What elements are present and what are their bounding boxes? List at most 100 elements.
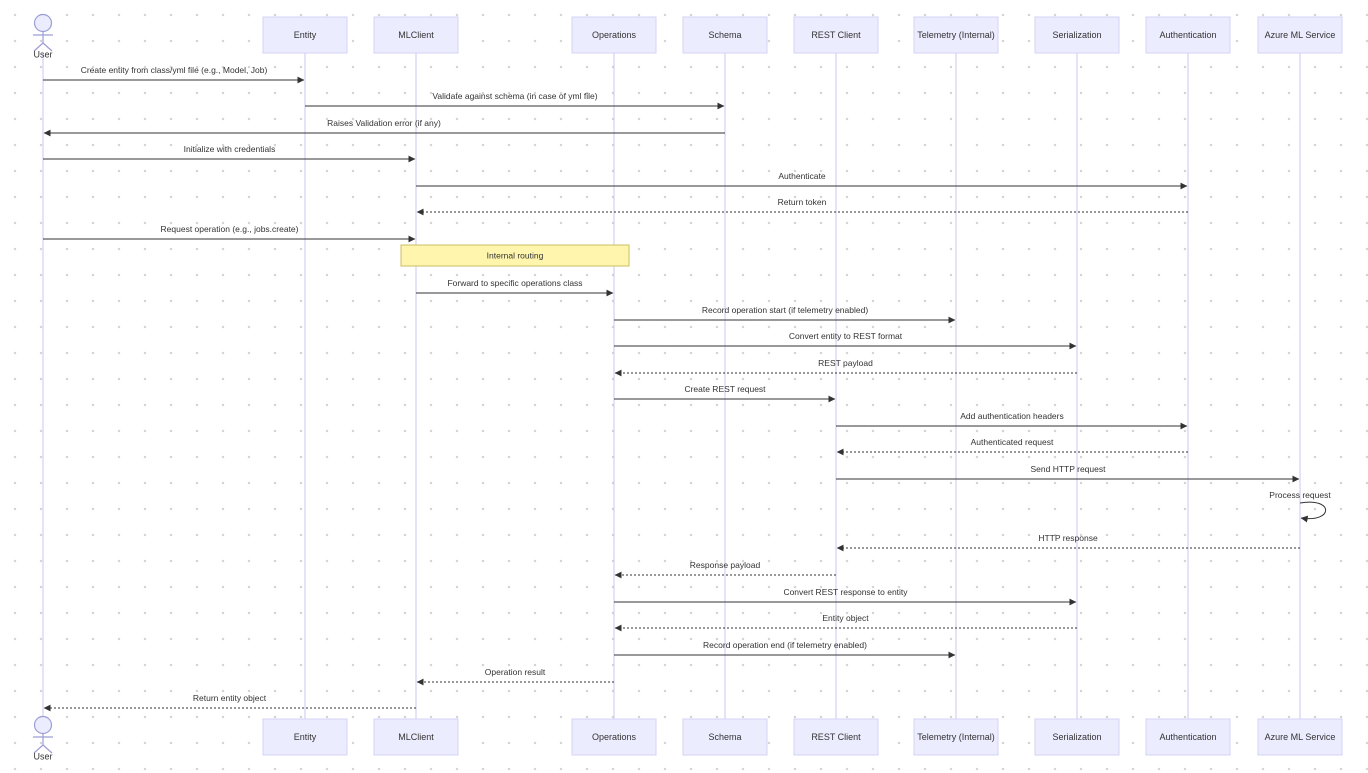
participant-box [262, 718, 348, 756]
participant-label: Operations [592, 732, 637, 742]
participant-label: Serialization [1052, 30, 1101, 40]
note-internal-routing: Internal routing [400, 244, 630, 267]
message-label: Process request [1269, 490, 1331, 500]
participant-box [1034, 16, 1120, 54]
participant-label: Azure ML Service [1265, 732, 1336, 742]
message-label: Add authentication headers [960, 411, 1064, 421]
message-response-payload: Response payload [614, 560, 836, 579]
participant-box [793, 16, 879, 54]
participant-label: REST Client [811, 732, 861, 742]
participant-box [1257, 718, 1343, 756]
participant-label: REST Client [811, 30, 861, 40]
participant-azure-bottom: Azure ML Service [1257, 718, 1343, 756]
participant-label: Authentication [1159, 30, 1216, 40]
message-raises-validation-error-if-any: Raises Validation error (if any) [43, 118, 725, 137]
participant-telemetry-bottom: Telemetry (Internal) [913, 718, 999, 756]
participant-user-top: User [33, 13, 53, 59]
participant-operations-bottom: Operations [571, 718, 657, 756]
participant-box [682, 16, 768, 54]
participant-serialization-bottom: Serialization [1034, 718, 1120, 756]
participant-mlclient-top: MLClient [373, 16, 459, 54]
message-label: Create REST request [684, 384, 766, 394]
participant-label: MLClient [398, 732, 434, 742]
message-label: Validate against schema (in case of yml … [432, 91, 597, 101]
message-create-entity-from-class-yml-file-e-g-model-job: Create entity from class/yml file (e.g.,… [43, 65, 305, 84]
message-process-request: Process request [1269, 490, 1331, 523]
message-validate-against-schema-in-case-of-yml-file: Validate against schema (in case of yml … [305, 91, 725, 110]
participant-azure-top: Azure ML Service [1257, 16, 1343, 54]
message-label: Send HTTP request [1031, 464, 1107, 474]
participant-box [262, 16, 348, 54]
message-add-authentication-headers: Add authentication headers [836, 411, 1188, 430]
participant-auth-bottom: Authentication [1145, 718, 1231, 756]
participant-label: Telemetry (Internal) [917, 30, 995, 40]
participant-box [1145, 16, 1231, 54]
participant-box [793, 718, 879, 756]
participant-entity-bottom: Entity [262, 718, 348, 756]
participant-label: Schema [708, 30, 741, 40]
participant-label: Entity [294, 30, 317, 40]
message-label: Initialize with credentials [184, 144, 276, 154]
participant-label: MLClient [398, 30, 434, 40]
participant-box [571, 16, 657, 54]
message-send-http-request: Send HTTP request [836, 464, 1300, 483]
message-arrow [1299, 501, 1327, 523]
message-initialize-with-credentials: Initialize with credentials [43, 144, 416, 163]
message-convert-rest-response-to-entity: Convert REST response to entity [614, 587, 1077, 606]
participant-schema-top: Schema [682, 16, 768, 54]
message-label: Authenticated request [971, 437, 1054, 447]
message-label: Return entity object [193, 693, 267, 703]
participant-user-bottom: User [33, 715, 53, 761]
participant-label: User [33, 49, 52, 59]
message-label: Authenticate [778, 171, 826, 181]
message-record-operation-start-if-telemetry-enabled: Record operation start (if telemetry ena… [614, 305, 956, 324]
message-create-rest-request: Create REST request [614, 384, 836, 403]
participant-rest-bottom: REST Client [793, 718, 879, 756]
message-label: Record operation start (if telemetry ena… [702, 305, 868, 315]
note-label: Internal routing [487, 250, 544, 260]
participant-label: Operations [592, 30, 637, 40]
participant-label: Telemetry (Internal) [917, 732, 995, 742]
participant-box [913, 16, 999, 54]
participant-schema-bottom: Schema [682, 718, 768, 756]
participant-box [373, 718, 459, 756]
message-label: Create entity from class/yml file (e.g.,… [81, 65, 268, 75]
participant-label: Authentication [1159, 732, 1216, 742]
note-box [400, 244, 630, 267]
message-return-token: Return token [416, 197, 1188, 216]
message-label: HTTP response [1038, 533, 1098, 543]
message-label: Raises Validation error (if any) [327, 118, 441, 128]
participant-box [913, 718, 999, 756]
participant-telemetry-top: Telemetry (Internal) [913, 16, 999, 54]
message-request-operation-e-g-jobs-create: Request operation (e.g., jobs.create) [43, 224, 416, 243]
participant-operations-top: Operations [571, 16, 657, 54]
participant-serialization-top: Serialization [1034, 16, 1120, 54]
message-authenticated-request: Authenticated request [836, 437, 1188, 456]
message-label: Convert entity to REST format [789, 331, 903, 341]
message-http-response: HTTP response [836, 533, 1300, 552]
actor-icon [33, 715, 53, 754]
participant-box [373, 16, 459, 54]
message-label: Record operation end (if telemetry enabl… [703, 640, 867, 650]
message-authenticate: Authenticate [416, 171, 1188, 190]
participant-box [1257, 16, 1343, 54]
message-record-operation-end-if-telemetry-enabled: Record operation end (if telemetry enabl… [614, 640, 956, 659]
participant-rest-top: REST Client [793, 16, 879, 54]
participant-label: Serialization [1052, 732, 1101, 742]
message-label: Forward to specific operations class [447, 278, 582, 288]
message-label: Request operation (e.g., jobs.create) [161, 224, 299, 234]
message-rest-payload: REST payload [614, 358, 1077, 377]
message-label: Operation result [485, 667, 546, 677]
message-return-entity-object: Return entity object [43, 693, 416, 712]
message-operation-result: Operation result [416, 667, 614, 686]
message-label: Entity object [822, 613, 869, 623]
message-label: Return token [778, 197, 827, 207]
message-label: Convert REST response to entity [783, 587, 908, 597]
participant-auth-top: Authentication [1145, 16, 1231, 54]
participant-label: Entity [294, 732, 317, 742]
participant-label: Azure ML Service [1265, 30, 1336, 40]
participant-label: Schema [708, 732, 741, 742]
participant-box [1145, 718, 1231, 756]
message-entity-object: Entity object [614, 613, 1077, 632]
